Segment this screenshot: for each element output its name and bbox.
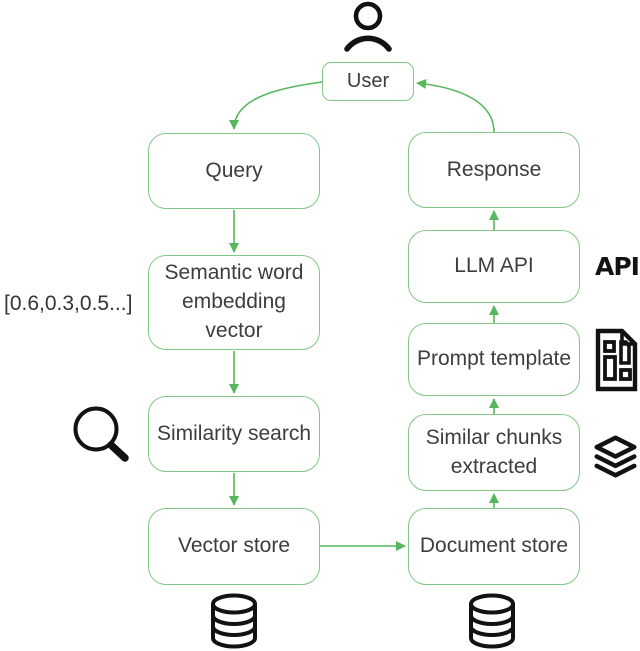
node-query-label: Query xyxy=(205,158,263,182)
layers-icon xyxy=(594,435,637,478)
arrow-response-to-user xyxy=(416,78,495,133)
node-prompt-template: Prompt template xyxy=(408,323,580,396)
database-icon-right xyxy=(469,593,515,649)
node-similar-chunks-extracted: Similar chunks extracted xyxy=(408,414,580,491)
person-icon xyxy=(344,1,392,52)
node-similarity-search: Similarity search xyxy=(148,396,320,472)
embedding-vector-sample: [0.6,0.3,0.5...] xyxy=(4,292,133,315)
node-query: Query xyxy=(148,133,320,209)
search-icon xyxy=(73,406,129,462)
node-response-label: Response xyxy=(446,157,542,181)
node-user-label: User xyxy=(346,69,390,92)
node-response: Response xyxy=(408,132,580,208)
node-semantic-word-embedding-vector-label: Semantic word embedding vector xyxy=(164,261,304,342)
api-icon: API xyxy=(595,252,640,281)
node-llm-api-label: LLM API xyxy=(454,254,534,278)
template-icon xyxy=(595,328,638,392)
node-semantic-word-embedding-vector: Semantic word embedding vector xyxy=(148,255,320,350)
node-similar-chunks-extracted-label: Similar chunks extracted xyxy=(425,425,563,478)
node-document-store: Document store xyxy=(408,508,580,585)
database-icon-left xyxy=(211,593,257,649)
node-similarity-search-label: Similarity search xyxy=(156,421,312,445)
node-user: User xyxy=(322,62,414,101)
node-document-store-label: Document store xyxy=(419,534,569,558)
node-vector-store: Vector store xyxy=(148,508,320,585)
arrow-user-to-query xyxy=(229,81,323,130)
node-vector-store-label: Vector store xyxy=(177,534,291,558)
node-llm-api: LLM API xyxy=(408,230,580,303)
node-prompt-template-label: Prompt template xyxy=(416,347,572,371)
